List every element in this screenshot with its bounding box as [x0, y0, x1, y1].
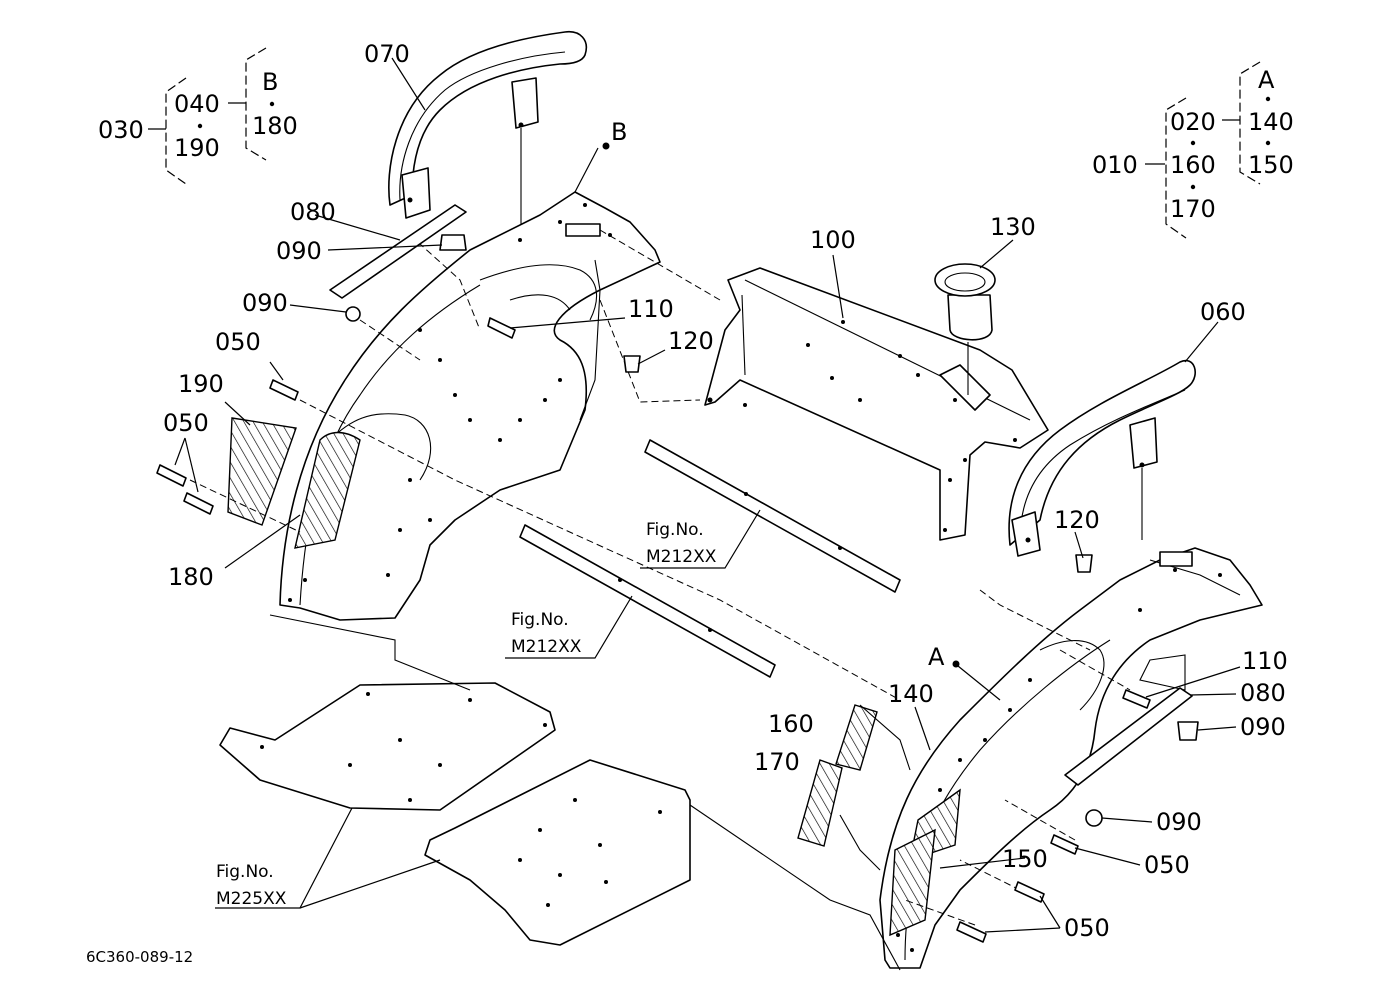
part-label-050-left-lower[interactable]: 050	[163, 409, 209, 437]
part-label-160[interactable]: 160	[768, 710, 814, 738]
part-label-170[interactable]: 170	[754, 748, 800, 776]
part-label-090-right-lower[interactable]: 090	[1156, 808, 1202, 836]
part-label-190-top[interactable]: 190	[174, 134, 220, 162]
part-label-170-top[interactable]: 170	[1170, 195, 1216, 223]
group-label-A-top[interactable]: A	[1258, 66, 1275, 94]
drawing-code: 6C360-089-12	[86, 948, 193, 966]
part-label-110-right[interactable]: 110	[1242, 647, 1288, 675]
fig-ref-code-2[interactable]: M212XX	[511, 637, 582, 657]
floor-plate-left	[219, 682, 556, 811]
part-label-110-left[interactable]: 110	[628, 295, 674, 323]
part-label-040[interactable]: 040	[174, 90, 220, 118]
group-bracket-010: 010 020 160 170 A 140 150	[1092, 61, 1294, 239]
part-label-070[interactable]: 070	[364, 40, 410, 68]
right-fender-assembly	[797, 547, 1263, 969]
marker-A-dot	[952, 660, 960, 668]
part-label-140-top[interactable]: 140	[1248, 108, 1294, 136]
group-marker-B[interactable]: B	[611, 118, 627, 146]
left-grip-handle-070	[388, 30, 587, 230]
part-label-050-right-upper[interactable]: 050	[1144, 851, 1190, 879]
part-label-010[interactable]: 010	[1092, 151, 1138, 179]
fig-ref-code-3[interactable]: M225XX	[216, 889, 287, 909]
part-label-120-left[interactable]: 120	[668, 327, 714, 355]
left-fender-assembly	[227, 191, 661, 621]
fig-ref-label-2: Fig.No.	[511, 610, 569, 630]
part-label-090-right-upper[interactable]: 090	[1240, 713, 1286, 741]
group-marker-A[interactable]: A	[928, 643, 945, 671]
part-label-060[interactable]: 060	[1200, 298, 1246, 326]
rear-cross-bar-lower	[519, 524, 776, 678]
group-bracket-030: 030 040 190 B 180	[98, 47, 298, 185]
part-label-180-top[interactable]: 180	[252, 112, 298, 140]
part-label-050-right-lower[interactable]: 050	[1064, 914, 1110, 942]
fig-ref-label-3: Fig.No.	[216, 862, 274, 882]
part-label-130[interactable]: 130	[990, 213, 1036, 241]
part-label-150-top[interactable]: 150	[1248, 151, 1294, 179]
rear-cover-panel-100	[704, 267, 1049, 541]
cup-holder-130	[934, 263, 996, 395]
right-grip-handle-060	[1008, 359, 1196, 557]
part-label-090-left-upper[interactable]: 090	[276, 237, 322, 265]
part-label-080-right[interactable]: 080	[1240, 679, 1286, 707]
part-label-190[interactable]: 190	[178, 370, 224, 398]
part-label-030[interactable]: 030	[98, 116, 144, 144]
floor-plate-right	[424, 759, 691, 946]
part-label-140[interactable]: 140	[888, 680, 934, 708]
part-label-050-left-upper[interactable]: 050	[215, 328, 261, 356]
part-label-180[interactable]: 180	[168, 563, 214, 591]
rear-cross-bar-upper	[644, 439, 901, 593]
part-label-080-left[interactable]: 080	[290, 198, 336, 226]
part-label-150[interactable]: 150	[1002, 845, 1048, 873]
callout-leaders	[174, 57, 1241, 933]
part-label-160-top[interactable]: 160	[1170, 151, 1216, 179]
fig-ref-label-1: Fig.No.	[646, 520, 704, 540]
marker-B-dot	[602, 142, 610, 150]
part-label-090-left-lower[interactable]: 090	[242, 289, 288, 317]
part-label-100[interactable]: 100	[810, 226, 856, 254]
group-label-B-top[interactable]: B	[262, 68, 278, 96]
fig-ref-code-1[interactable]: M212XX	[646, 547, 717, 567]
hardware-bolts-and-grommets	[156, 204, 1199, 943]
part-label-020[interactable]: 020	[1170, 108, 1216, 136]
part-label-120-right[interactable]: 120	[1054, 506, 1100, 534]
